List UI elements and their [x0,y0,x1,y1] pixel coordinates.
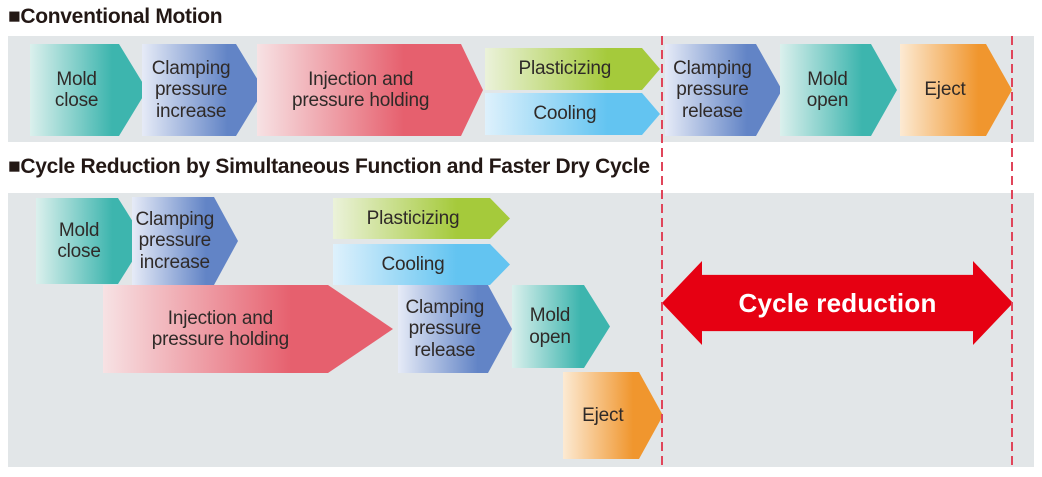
step-cooling: Cooling [333,244,510,285]
step-label: Mold close [54,68,99,111]
step-clamping-pressure-release: Clamping pressure release [398,285,512,373]
step-mold-close: Mold close [30,44,147,136]
step-label: Mold close [57,219,101,262]
step-label: Clamping pressure increase [151,58,231,122]
cycle-reduction-arrow: Cycle reduction [662,261,1013,345]
step-label: Eject [924,79,966,101]
step-mold-open: Mold open [512,285,610,368]
step-label: Clamping pressure release [405,297,485,361]
step-plasticizing: Plasticizing [485,48,660,90]
step-label: Cooling [533,103,597,125]
step-label: Injection and pressure holding [151,307,290,350]
step-clamping-pressure-release: Clamping pressure release [665,44,782,136]
step-mold-open: Mold open [780,44,897,136]
step-label: Injection and pressure holding [292,68,430,111]
cycle-reduction-title: ■Cycle Reduction by Simultaneous Functio… [8,155,650,178]
step-plasticizing: Plasticizing [333,198,510,239]
cycle-reduction-label: Cycle reduction [738,287,937,318]
step-label: Plasticizing [518,58,612,80]
step-label: Eject [582,404,624,426]
step-eject: Eject [900,44,1012,136]
conventional-motion-title: ■Conventional Motion [8,5,223,28]
step-label: Clamping pressure increase [135,209,215,273]
step-injection-and-pressure-holding: Injection and pressure holding [257,44,483,136]
step-clamping-pressure-increase: Clamping pressure increase [142,44,264,136]
step-mold-close: Mold close [36,198,145,284]
step-label: Cooling [381,253,445,275]
step-cooling: Cooling [485,93,660,135]
conventional-motion-band: Mold close Clamping pressure increase In… [8,36,1034,142]
step-label: Plasticizing [366,207,460,229]
step-injection-and-pressure-holding: Injection and pressure holding [103,285,393,373]
step-clamping-pressure-increase: Clamping pressure increase [132,197,238,285]
simultaneous-function-band: Mold close Clamping pressure increase Pl… [8,193,1034,467]
dashed-reference-line-left [661,36,663,467]
step-eject: Eject [563,372,663,459]
step-label: Mold open [529,305,571,348]
step-label: Mold open [806,68,849,111]
step-label: Clamping pressure release [673,58,752,122]
dashed-reference-line-right [1011,36,1013,467]
